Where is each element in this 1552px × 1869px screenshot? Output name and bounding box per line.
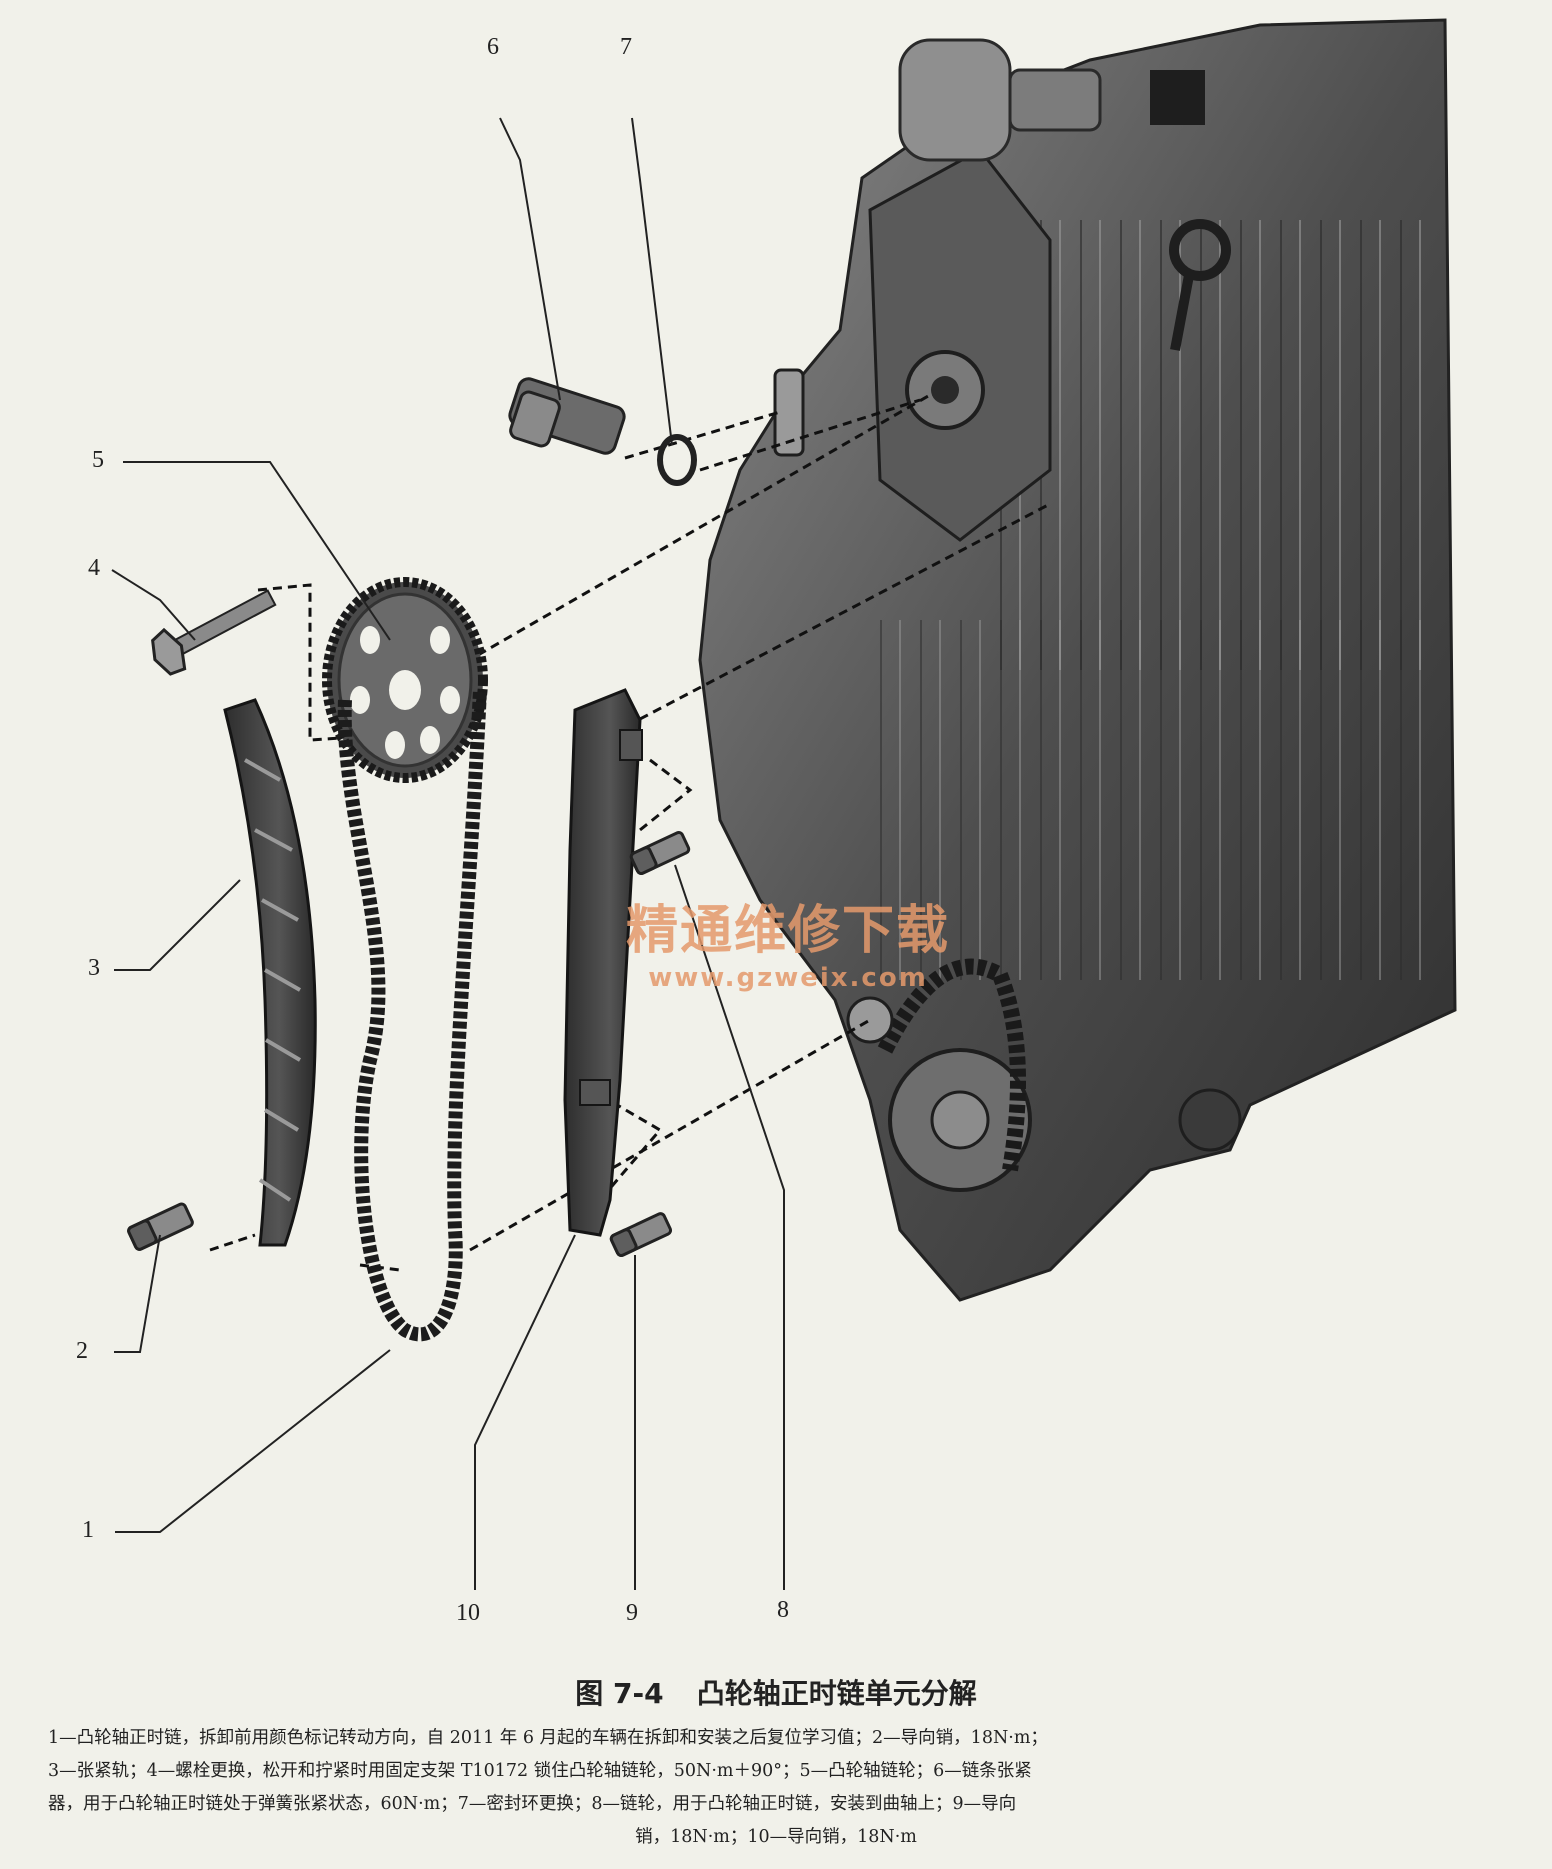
- diagram-drawing: [111, 18, 1457, 1590]
- figure-number: 图 7-4: [575, 1677, 664, 1710]
- figure-caption: 图 7-4 凸轮轴正时链单元分解: [0, 1672, 1552, 1712]
- legend-line-2: 3—张紧轨；4—螺栓更换，松开和拧紧时用固定支架 T10172 锁住凸轮轴链轮，…: [48, 1761, 1032, 1781]
- callout-8: 8: [777, 1597, 789, 1623]
- callout-1: 1: [82, 1517, 94, 1543]
- guide-pin-9: [609, 1212, 673, 1257]
- leader-lines: [111, 117, 785, 1590]
- guide-pin-2: [127, 1202, 194, 1251]
- callout-3: 3: [88, 955, 100, 981]
- callout-6: 6: [487, 34, 499, 60]
- bolt: [151, 589, 277, 676]
- watermark: 精通维修下载 www.gzweix.com: [598, 888, 978, 993]
- camshaft-sprocket: [322, 577, 488, 783]
- callout-7: 7: [620, 34, 632, 60]
- engine-block: [698, 18, 1457, 1302]
- callout-10: 10: [456, 1600, 480, 1626]
- watermark-url: www.gzweix.com: [648, 963, 928, 993]
- seal-ring: [657, 434, 697, 486]
- chain-tensioner: [508, 377, 626, 455]
- watermark-title: 精通维修下载: [625, 901, 950, 961]
- legend-line-4: 销，18N·m；10—导向销，18N·m: [635, 1827, 917, 1847]
- legend-line-3: 器，用于凸轮轴正时链处于弹簧张紧状态，60N·m；7—密封环更换；8—链轮，用于…: [48, 1794, 1017, 1814]
- callout-2: 2: [76, 1338, 88, 1364]
- callout-4: 4: [88, 555, 100, 581]
- exploded-view-diagram: 6 7 5 4 3 2 1 10 9 8 精通维修下载 www.gzweix.c…: [76, 18, 1457, 1626]
- timing-chain: [337, 689, 487, 1342]
- figure-title: 凸轮轴正时链单元分解: [696, 1677, 977, 1710]
- guide-pin-8: [629, 831, 691, 875]
- legend-text: 1—凸轮轴正时链，拆卸前用颜色标记转动方向，自 2011 年 6 月起的车辆在拆…: [48, 1722, 1504, 1854]
- legend-line-1: 1—凸轮轴正时链，拆卸前用颜色标记转动方向，自 2011 年 6 月起的车辆在拆…: [48, 1728, 1048, 1748]
- callout-5: 5: [92, 447, 104, 473]
- callout-9: 9: [626, 1600, 638, 1626]
